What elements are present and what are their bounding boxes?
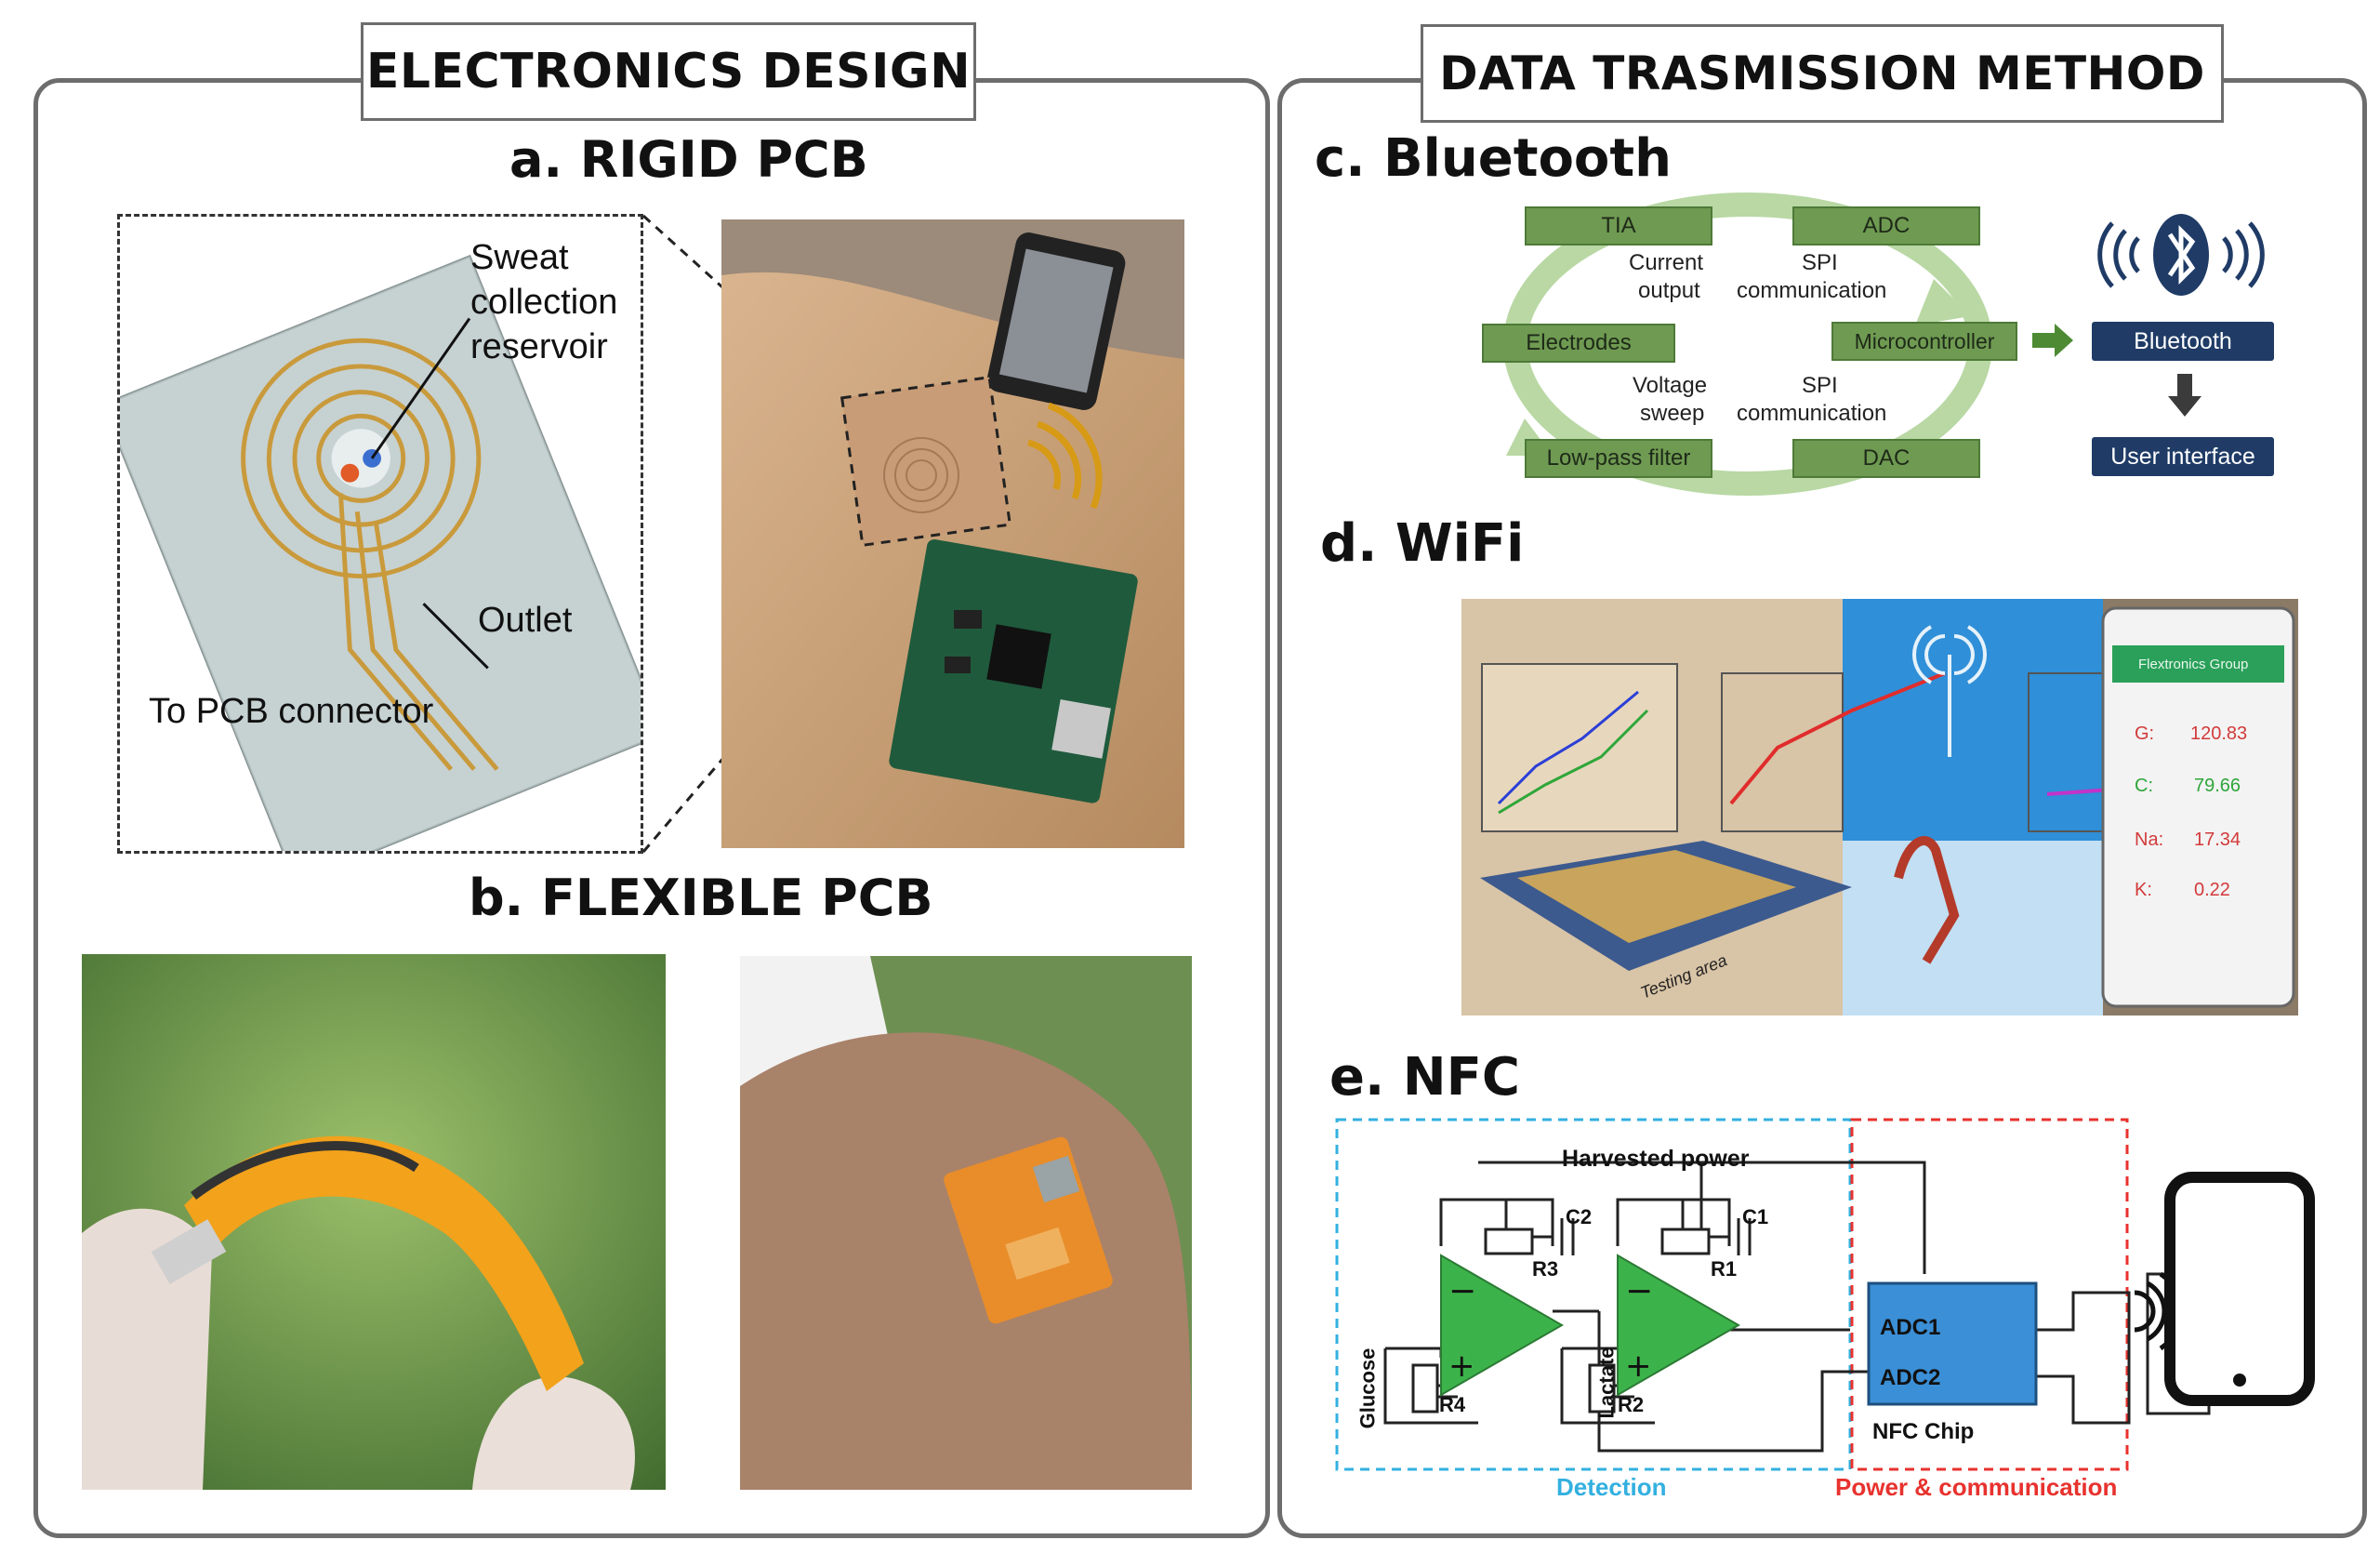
phone-g-value: 120.83: [2190, 723, 2248, 744]
c1-label: C1: [1742, 1205, 1769, 1228]
microcontroller-block: Microcontroller: [1831, 322, 2017, 361]
user-interface-block: User interface: [2092, 437, 2274, 476]
data-transmission-title: DATA TRASMISSION METHOD: [1421, 24, 2224, 123]
adc-block: ADC: [1792, 206, 1980, 246]
sweat-label-2: collection: [470, 283, 618, 322]
pcb-connector-label: To PCB connector: [149, 692, 434, 731]
rigid-pcb-title: a. RIGID PCB: [509, 130, 868, 189]
spi-top-note-2: communication: [1737, 278, 1887, 303]
bluetooth-title: c. Bluetooth: [1315, 128, 1673, 189]
phone-k-label: K:: [2135, 880, 2152, 900]
svg-text:−: −: [1448, 1272, 1476, 1310]
spi-bottom-note-1: SPI: [1802, 373, 1838, 398]
sensor-patch-illustration: [117, 214, 643, 854]
outlet-label: Outlet: [478, 601, 573, 640]
bluetooth-icon: [2097, 214, 2265, 296]
r1-label: R1: [1711, 1257, 1738, 1281]
lowpass-filter-block: Low-pass filter: [1525, 439, 1712, 478]
phone-c-label: C:: [2135, 776, 2153, 796]
adc2-label: ADC2: [1880, 1365, 1941, 1390]
flexible-pcb-arm-photo: [740, 956, 1192, 1490]
harvested-power-label: Harvested power: [1562, 1146, 1750, 1172]
phone-c-value: 79.66: [2194, 776, 2241, 796]
arm-rigid-pcb-photo: [721, 219, 1184, 848]
phone-na-label: Na:: [2135, 830, 2164, 850]
current-output-note-1: Current: [1629, 250, 1704, 275]
nfc-circuit-diagram: − + − +: [1335, 1118, 2315, 1471]
svg-text:+: +: [1625, 1347, 1652, 1385]
spi-top-note-1: SPI: [1802, 250, 1838, 275]
c2-label: C2: [1566, 1205, 1593, 1228]
detection-label: Detection: [1556, 1473, 1667, 1501]
phone-g-label: G:: [2135, 723, 2155, 744]
glucose-label: Glucose: [1355, 1347, 1380, 1429]
nfc-title: e. NFC: [1329, 1047, 1520, 1108]
nfc-chip-label: NFC Chip: [1872, 1419, 1975, 1444]
voltage-note-2: sweep: [1640, 401, 1705, 426]
power-communication-label: Power & communication: [1835, 1473, 2118, 1501]
electronics-design-title: ELECTRONICS DESIGN: [361, 22, 976, 121]
bluetooth-block: Bluetooth: [2092, 322, 2274, 361]
sweat-label-3: reservoir: [470, 327, 608, 366]
svg-text:−: −: [1625, 1272, 1653, 1310]
lactate-label: Lactate: [1594, 1347, 1619, 1419]
tia-block: TIA: [1525, 206, 1712, 246]
r3-label: R3: [1532, 1257, 1559, 1281]
electrodes-block: Electrodes: [1482, 324, 1675, 363]
wifi-monitoring-image: [1461, 599, 2298, 1015]
flexible-pcb-title: b. FLEXIBLE PCB: [469, 869, 933, 927]
phone-header-text: Flextronics Group: [2138, 657, 2249, 672]
dac-block: DAC: [1792, 439, 1980, 478]
svg-text:+: +: [1448, 1347, 1475, 1385]
r4-label: R4: [1439, 1393, 1466, 1416]
wifi-title: d. WiFi: [1320, 513, 1525, 574]
flexible-pcb-fingers-photo: [82, 954, 666, 1490]
phone-k-value: 0.22: [2194, 880, 2230, 900]
current-output-note-2: output: [1638, 278, 1700, 303]
sweat-label-1: Sweat: [470, 238, 569, 277]
green-arrow-icon: [2032, 324, 2073, 357]
r2-label: R2: [1618, 1393, 1645, 1416]
phone-na-value: 17.34: [2194, 830, 2241, 850]
voltage-note-1: Voltage: [1633, 373, 1708, 398]
adc1-label: ADC1: [1880, 1315, 1941, 1340]
down-arrow-icon: [2168, 374, 2202, 417]
spi-bottom-note-2: communication: [1737, 401, 1887, 426]
